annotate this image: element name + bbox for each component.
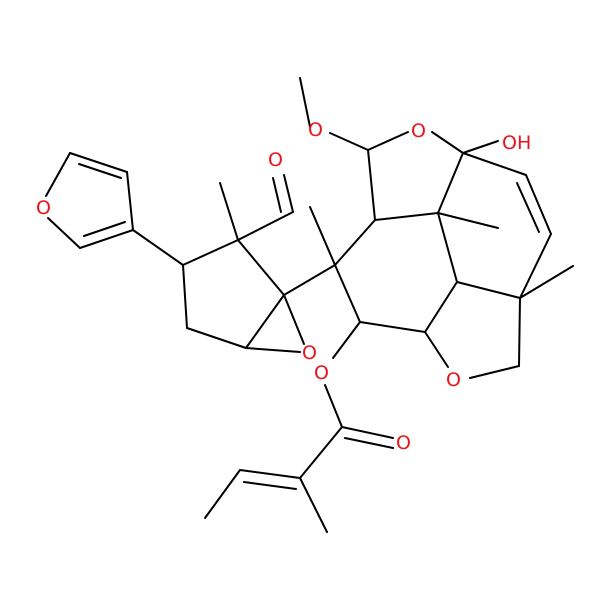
ring-oxygen-top-label: O (411, 120, 426, 142)
ring-oxygen-bottom-label: O (446, 369, 461, 391)
carbonyl-oxygen-label: O (396, 432, 411, 454)
epoxide-oxygen-label: O (302, 342, 317, 364)
hydroxyl-label: OH (502, 132, 531, 154)
methoxy-oxygen-label: O (308, 119, 323, 141)
tiglate-ester (204, 384, 394, 533)
central-core (299, 77, 574, 379)
cyclopentane-epoxide (132, 174, 336, 353)
furan-ring (45, 152, 134, 249)
furan-oxygen-label: O (36, 197, 51, 219)
aldehyde-oxygen-label: O (268, 149, 283, 171)
ester-oxygen-label: O (314, 362, 329, 384)
